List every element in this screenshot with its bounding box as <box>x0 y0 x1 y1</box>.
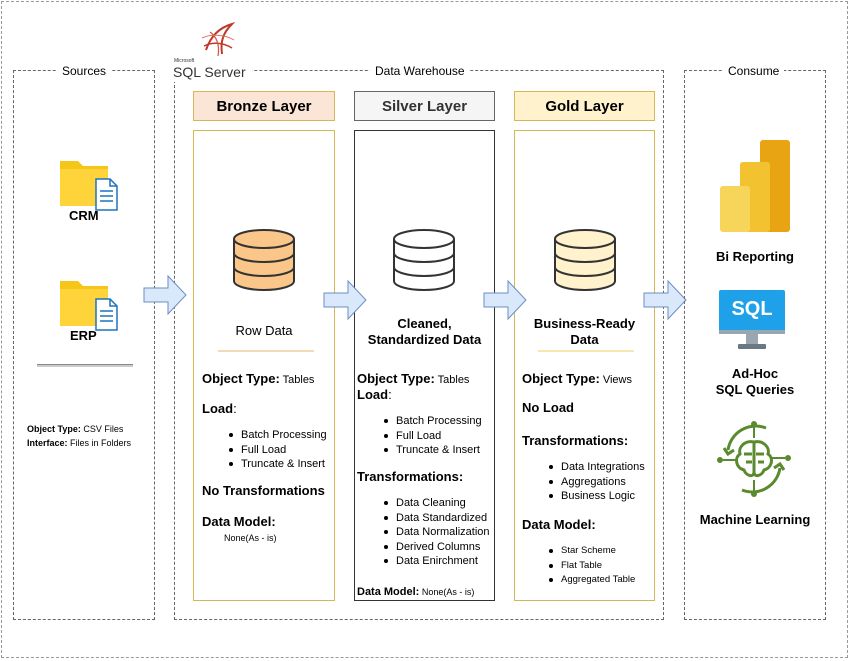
adhoc-line2: SQL Queries <box>715 382 795 397</box>
silver-load-item: Full Load <box>384 429 482 444</box>
machine-learning-label: Machine Learning <box>699 512 811 527</box>
warehouse-title: Data Warehouse <box>370 64 470 78</box>
silver-load-item: Batch Processing <box>384 414 482 429</box>
gold-database-icon <box>554 229 616 291</box>
silver-object-type: Object Type: Tables <box>357 370 469 388</box>
adhoc-sql-label: Ad-Hoc SQL Queries <box>684 366 826 398</box>
gold-data-model-label: Data Model: <box>522 517 596 532</box>
gold-transformations-label: Transformations: <box>522 433 629 448</box>
silver-transformation-item: Derived Columns <box>384 540 490 555</box>
sources-object-type-value: CSV Files <box>80 424 124 434</box>
bronze-load: Load: <box>202 400 237 418</box>
bronze-object-type-label: Object Type: <box>202 371 280 386</box>
silver-data-model: Data Model: None(As - is) <box>357 582 474 600</box>
sources-object-type-label: Object Type: <box>27 424 81 434</box>
silver-object-type-value: Tables <box>434 374 470 386</box>
silver-load-item: Truncate & Insert <box>384 443 482 458</box>
gold-caption-underline <box>538 350 634 352</box>
silver-transformation-item: Data Cleaning <box>384 496 490 511</box>
gold-data-model-item: Star Scheme <box>549 544 635 559</box>
sources-title: Sources <box>57 64 112 78</box>
bronze-data-model-value: None(As - is) <box>224 533 277 543</box>
silver-layer-header: Silver Layer <box>354 91 495 121</box>
sources-interface-value: Files in Folders <box>67 438 132 448</box>
silver-layer-box <box>354 130 495 601</box>
gold-object-type: Object Type: Views <box>522 370 632 388</box>
silver-caption: Cleaned, Standardized Data <box>354 316 495 348</box>
crm-folder-icon <box>60 161 118 211</box>
bronze-layer-box <box>193 130 335 601</box>
sources-object-type: Object Type: CSV Files <box>27 424 123 434</box>
sources-interface: Interface: Files in Folders <box>27 438 131 448</box>
adhoc-line1: Ad-Hoc <box>731 366 779 381</box>
bi-reporting-label: Bi Reporting <box>716 249 794 264</box>
sql-monitor-text: SQL <box>731 298 773 320</box>
bronze-transformations: No Transformations <box>202 483 325 498</box>
arrow-sources-to-bronze-icon <box>143 275 187 315</box>
bronze-object-type: Object Type: Tables <box>202 370 314 388</box>
sql-server-logo-main: SQL Server <box>173 64 246 80</box>
gold-load: No Load <box>522 400 574 415</box>
silver-load: Load: <box>357 386 392 404</box>
gold-data-model-item: Flat Table <box>549 559 635 574</box>
silver-data-model-label: Data Model: <box>357 586 420 598</box>
gold-layer-header: Gold Layer <box>514 91 655 121</box>
sources-divider <box>37 364 133 367</box>
erp-label: ERP <box>70 328 97 343</box>
silver-transformation-list: Data Cleaning Data Standardized Data Nor… <box>384 496 490 569</box>
sql-server-logo-small: Microsoft <box>174 58 195 64</box>
bronze-load-item: Truncate & Insert <box>229 457 327 472</box>
gold-data-model-list: Star Scheme Flat Table Aggregated Table <box>549 544 635 588</box>
bronze-load-label: Load <box>202 401 234 416</box>
gold-transformation-item: Data Integrations <box>549 460 645 475</box>
arrow-silver-to-gold-icon <box>483 280 527 320</box>
silver-caption-line2: Standardized Data <box>367 332 482 347</box>
silver-object-type-label: Object Type: <box>357 371 435 386</box>
gold-caption-line1: Business-Ready <box>533 316 636 331</box>
silver-transformation-item: Data Standardized <box>384 511 490 526</box>
silver-caption-line1: Cleaned, <box>397 316 452 331</box>
silver-load-list: Batch Processing Full Load Truncate & In… <box>384 414 482 458</box>
sources-section <box>13 70 155 620</box>
gold-object-type-value: Views <box>599 374 632 386</box>
sql-server-logo: Microsoft SQL Server <box>172 20 252 82</box>
gold-transformation-item: Business Logic <box>549 489 645 504</box>
gold-object-type-label: Object Type: <box>522 371 600 386</box>
silver-transformations-label: Transformations: <box>357 469 464 484</box>
silver-transformation-item: Data Enirchment <box>384 554 490 569</box>
arrow-bronze-to-silver-icon <box>323 280 367 320</box>
erp-folder-icon <box>60 281 118 331</box>
sources-interface-label: Interface: <box>27 438 68 448</box>
bronze-load-colon: : <box>233 401 237 416</box>
bronze-database-icon <box>233 229 295 291</box>
bronze-caption-underline <box>218 350 314 352</box>
machine-learning-brain-icon <box>717 421 791 497</box>
bronze-load-item: Full Load <box>229 443 327 458</box>
consume-title: Consume <box>723 64 785 78</box>
gold-layer-box <box>514 130 655 601</box>
gold-transformation-item: Aggregations <box>549 475 645 490</box>
bronze-layer-header: Bronze Layer <box>193 91 335 121</box>
gold-data-model-item: Aggregated Table <box>549 573 635 588</box>
silver-load-label: Load <box>357 387 389 402</box>
silver-load-colon: : <box>388 387 392 402</box>
sql-server-swoosh-icon <box>201 21 236 57</box>
silver-data-model-value: None(As - is) <box>419 587 475 597</box>
bronze-object-type-value: Tables <box>279 374 315 386</box>
bronze-data-model-label: Data Model: <box>202 514 276 529</box>
sql-monitor-icon <box>719 290 785 349</box>
silver-database-icon <box>393 229 455 291</box>
silver-transformation-item: Data Normalization <box>384 525 490 540</box>
bronze-caption: Row Data <box>235 323 293 338</box>
bronze-load-item: Batch Processing <box>229 428 327 443</box>
gold-caption: Business-Ready Data <box>514 316 655 348</box>
power-bi-icon <box>720 140 790 232</box>
gold-caption-line2: Data <box>570 332 599 347</box>
bronze-load-list: Batch Processing Full Load Truncate & In… <box>229 428 327 472</box>
crm-label: CRM <box>69 208 99 223</box>
arrow-gold-to-consume-icon <box>643 280 687 320</box>
gold-transformation-list: Data Integrations Aggregations Business … <box>549 460 645 504</box>
